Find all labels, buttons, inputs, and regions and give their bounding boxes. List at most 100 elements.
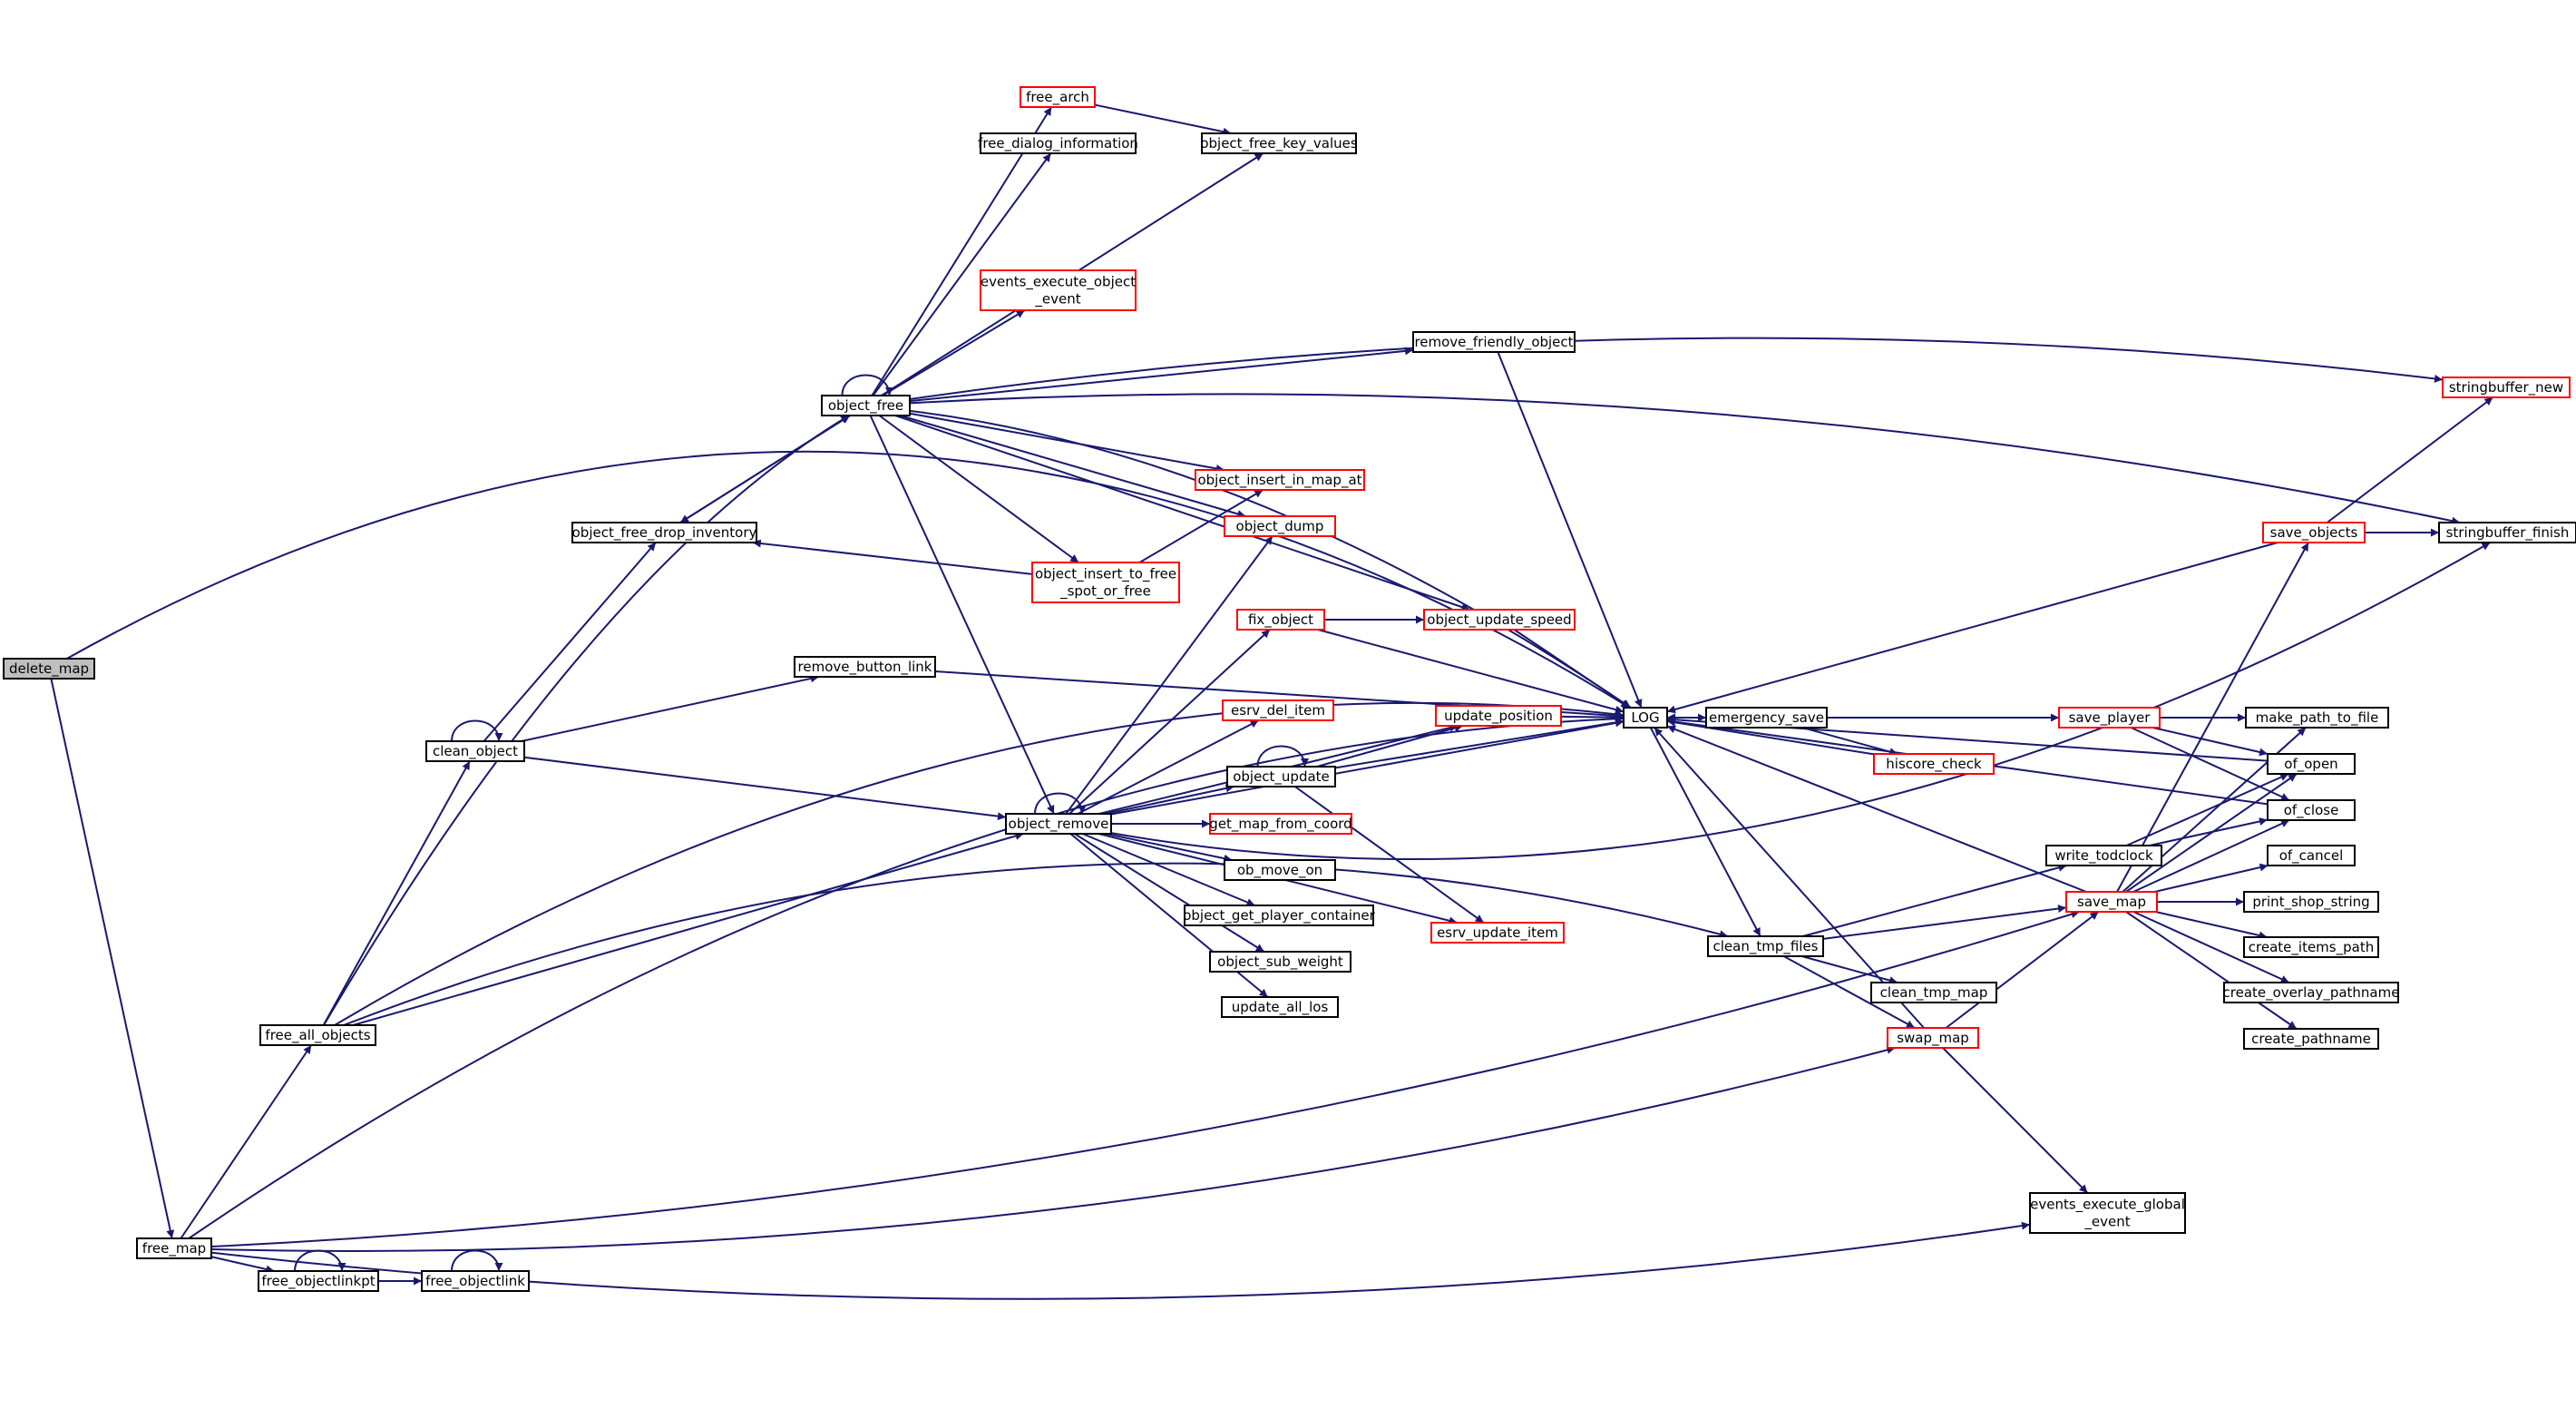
node-label: ob_move_on: [1237, 862, 1322, 879]
node-object-update[interactable]: object_update: [1226, 766, 1336, 787]
edge-object_update-to-LOG: [1334, 718, 1625, 769]
node-box: [1705, 707, 1828, 729]
node-update-position[interactable]: update_position: [1435, 705, 1562, 727]
node-create-overlay-pathname[interactable]: create_overlay_pathname: [2223, 982, 2400, 1003]
node-esrv-del-item[interactable]: esrv_del_item: [1222, 699, 1334, 721]
node-of-cancel[interactable]: of_cancel: [2267, 845, 2356, 866]
node-object-insert-in-map-at[interactable]: object_insert_in_map_at: [1195, 469, 1365, 491]
node-box: [1224, 859, 1336, 881]
node-remove-friendly-object[interactable]: remove_friendly_object: [1412, 331, 1576, 353]
edge-object_free-to-object_dump: [899, 415, 1246, 518]
node-LOG[interactable]: LOG: [1623, 707, 1668, 729]
edge-object_free-to-remove_friendly_object: [909, 347, 1414, 403]
node-write-todclock[interactable]: write_todclock: [2045, 845, 2162, 866]
node-label: object_insert_in_map_at: [1197, 472, 1361, 489]
node-free-all-objects[interactable]: free_all_objects: [259, 1024, 376, 1046]
edge-swap_map-to-save_map: [1945, 911, 2100, 1029]
node-label: of_cancel: [2279, 847, 2344, 865]
node-label: update_all_los: [1232, 999, 1329, 1016]
node-object-free-drop-inventory[interactable]: object_free_drop_inventory: [571, 522, 757, 543]
edge-free_all_objects-to-object_remove: [352, 832, 1024, 1026]
node-get-map-from-coord[interactable]: get_map_from_coord: [1209, 813, 1352, 835]
node-clean-tmp-map[interactable]: clean_tmp_map: [1870, 982, 1997, 1003]
edge-object_remove-to-object_get_player_container: [1082, 833, 1255, 906]
node-label: save_objects: [2270, 524, 2358, 542]
node-box: [821, 395, 911, 416]
node-of-close[interactable]: of_close: [2267, 799, 2356, 821]
node-create-items-path[interactable]: create_items_path: [2243, 936, 2379, 958]
edge-save_map-to-create_pathname: [2125, 911, 2298, 1030]
edge-free_all_objects-to-object_free: [323, 415, 850, 1026]
edge-clean_object-to-object_remove: [523, 756, 1007, 821]
node-object-remove[interactable]: object_remove: [1005, 813, 1112, 835]
edge-free_arch-to-object_free_key_values: [1094, 103, 1232, 136]
edge-free_objectlink-to-free_objectlink: [451, 1249, 503, 1272]
node-label: hiscore_check: [1886, 756, 1982, 773]
node-box: [1707, 935, 1824, 957]
node-box: [1870, 982, 1997, 1003]
node-box: [1873, 753, 1995, 775]
node-remove-button-link[interactable]: remove_button_link: [794, 656, 936, 678]
node-label: create_pathname: [2251, 1031, 2371, 1048]
edge-save_map-to-create_items_path: [2155, 911, 2268, 940]
node-of-open[interactable]: of_open: [2267, 753, 2356, 775]
node-box: [2223, 982, 2399, 1003]
node-stringbuffer-finish[interactable]: stringbuffer_finish: [2438, 522, 2576, 543]
node-fix-object[interactable]: fix_object: [1236, 609, 1325, 631]
node-object-free[interactable]: object_free: [821, 395, 911, 416]
edge-swap_map-to-events_execute_global_event: [1942, 1047, 2089, 1194]
node-object-sub-weight[interactable]: object_sub_weight: [1209, 951, 1351, 973]
node-object-free-key-values[interactable]: object_free_key_values: [1200, 132, 1358, 154]
node-save-player[interactable]: save_player: [2058, 707, 2161, 729]
node-label: free_map: [142, 1240, 206, 1257]
node-update-all-los[interactable]: update_all_los: [1221, 996, 1339, 1018]
node-label: _spot_or_free: [1059, 583, 1151, 601]
node-events-execute-object-event[interactable]: events_execute_object_event: [980, 269, 1137, 311]
node-box: [2029, 1192, 2186, 1234]
node-object-update-speed[interactable]: object_update_speed: [1423, 609, 1576, 631]
edge-clean_tmp_files-to-clean_tmp_map: [1801, 955, 1898, 984]
node-label: of_close: [2284, 802, 2339, 819]
node-esrv-update-item[interactable]: esrv_update_item: [1430, 922, 1565, 944]
node-box: [2267, 753, 2356, 775]
node-box: [2262, 522, 2366, 543]
node-save-objects[interactable]: save_objects: [2262, 522, 2366, 543]
node-stringbuffer-new[interactable]: stringbuffer_new: [2442, 377, 2571, 398]
edge-free_all_objects-to-LOG: [334, 701, 1625, 1026]
node-delete-map[interactable]: delete_map: [3, 658, 95, 680]
node-clean-object[interactable]: clean_object: [425, 740, 525, 762]
edge-clean_tmp_files-to-write_todclock: [1802, 863, 2067, 937]
edge-fix_object-to-LOG: [1317, 629, 1625, 714]
node-object-dump[interactable]: object_dump: [1224, 515, 1336, 537]
node-clean-tmp-files[interactable]: clean_tmp_files: [1707, 935, 1824, 957]
node-hiscore-check[interactable]: hiscore_check: [1873, 753, 1995, 775]
node-events-execute-global-event[interactable]: events_execute_global_event: [2029, 1192, 2186, 1234]
node-object-insert-to-free-spot-or-free[interactable]: object_insert_to_free_spot_or_free: [1031, 562, 1180, 603]
node-box: [1423, 609, 1576, 631]
node-free-dialog-information[interactable]: free_dialog_information: [978, 132, 1138, 154]
edge-write_todclock-to-of_close: [2149, 817, 2269, 846]
node-object-get-player-container[interactable]: object_get_player_container: [1183, 905, 1376, 926]
node-box: [1236, 609, 1325, 631]
node-free-arch[interactable]: free_arch: [1020, 86, 1096, 108]
node-label: of_open: [2284, 756, 2337, 773]
node-box: [2243, 1028, 2379, 1050]
edge-delete_map-to-LOG: [66, 450, 1630, 709]
node-box: [980, 132, 1137, 154]
node-make-path-to-file[interactable]: make_path_to_file: [2245, 707, 2389, 729]
node-free-map[interactable]: free_map: [136, 1237, 212, 1259]
node-emergency-save[interactable]: emergency_save: [1705, 707, 1828, 729]
edge-free_all_objects-to-clean_object: [322, 760, 471, 1026]
node-free-objectlink[interactable]: free_objectlink: [421, 1270, 530, 1292]
edge-object_remove-to-ob_move_on: [1106, 833, 1233, 863]
node-label: esrv_update_item: [1437, 924, 1558, 942]
node-ob-move-on[interactable]: ob_move_on: [1224, 859, 1336, 881]
node-save-map[interactable]: save_map: [2065, 891, 2158, 913]
node-free-objectlinkpt[interactable]: free_objectlinkpt: [258, 1270, 379, 1292]
edge-save_map-to-of_close: [2132, 819, 2290, 893]
node-box: [2245, 707, 2389, 729]
node-print-shop-string[interactable]: print_shop_string: [2243, 891, 2379, 913]
node-create-pathname[interactable]: create_pathname: [2243, 1028, 2379, 1050]
node-swap-map[interactable]: swap_map: [1887, 1027, 1979, 1049]
